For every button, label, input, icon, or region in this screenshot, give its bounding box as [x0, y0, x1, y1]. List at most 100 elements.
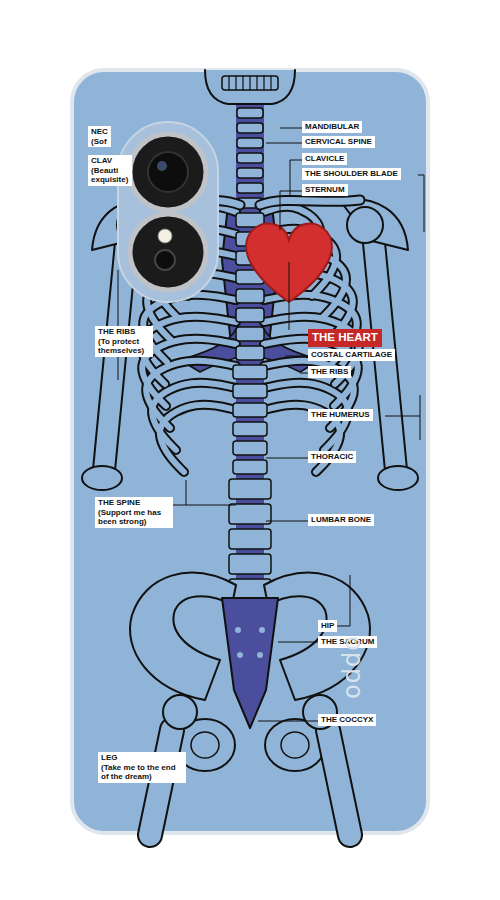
- label-box: THORACIC: [308, 451, 356, 463]
- label-note: (To protect themselves): [98, 337, 150, 356]
- vertebra: [237, 183, 263, 193]
- sacrum-shape: [222, 598, 278, 728]
- vertebra: [229, 529, 271, 549]
- part-name: THE HUMERUS: [311, 410, 370, 420]
- vertebra: [233, 403, 267, 417]
- part-name: MANDIBULAR: [305, 122, 359, 132]
- label-note: (Support me has been strong): [98, 508, 170, 527]
- femur-fill: [328, 730, 350, 835]
- leader-line: [280, 128, 302, 129]
- case-body: [72, 70, 428, 833]
- leader-line: [258, 721, 318, 722]
- vertebra: [233, 460, 267, 474]
- part-name: THE SPINE: [98, 498, 170, 508]
- vertebra: [237, 123, 263, 133]
- highlight-label-box: THE HEART: [308, 329, 382, 347]
- part-name: CERVICAL SPINE: [305, 137, 372, 147]
- camera-bump: [118, 122, 218, 302]
- leader-line: [280, 191, 302, 230]
- label-box: THE RIBS(To protect themselves): [95, 326, 153, 357]
- label-box: THE SHOULDER BLADE: [302, 168, 401, 180]
- leader-line: [418, 175, 424, 232]
- leader-line: [289, 262, 290, 330]
- rib-fill: [160, 405, 236, 472]
- leader-line: [266, 521, 308, 522]
- leader-lines: [118, 128, 424, 721]
- label-box: THE COCCYX: [318, 714, 376, 726]
- part-name: LEG: [101, 753, 183, 763]
- lens-glass: [148, 152, 188, 192]
- label-note: (Take me to the end of the dream): [101, 763, 183, 782]
- vertebra: [233, 422, 267, 436]
- part-name: THE RIBS: [311, 367, 348, 377]
- femur-head: [163, 695, 197, 729]
- part-name: STERNUM: [305, 185, 345, 195]
- label-box: CLAVICLE: [302, 153, 347, 165]
- vertebra: [237, 168, 263, 178]
- label-note: (Beauti exquisite): [91, 166, 129, 185]
- lens-glint: [157, 161, 167, 171]
- tooth-lines: [229, 76, 271, 90]
- part-name: THE COCCYX: [321, 715, 373, 725]
- flash: [158, 229, 172, 243]
- clavicle-outline: [260, 200, 360, 205]
- label-box: THE SPINE(Support me has been strong): [95, 497, 173, 528]
- leader-line: [300, 373, 308, 374]
- obturator: [281, 732, 309, 758]
- leader-line: [266, 143, 302, 144]
- sacral-hole: [235, 627, 241, 633]
- label-box: CERVICAL SPINE: [302, 136, 375, 148]
- spine-core: [236, 100, 264, 600]
- humerus-head: [347, 207, 383, 243]
- label-box: LEG(Take me to the end of the dream): [98, 752, 186, 783]
- clavicle-fill: [260, 200, 360, 205]
- vertebra: [233, 441, 267, 455]
- camera-lens: [130, 134, 206, 210]
- vertebra: [236, 308, 264, 322]
- leader-line: [385, 395, 420, 440]
- part-name: CLAV: [91, 156, 129, 166]
- ilium: [130, 573, 236, 700]
- sacral-hole: [257, 652, 263, 658]
- vertebra: [229, 479, 271, 499]
- camera-lens: [130, 214, 206, 290]
- vertebra: [236, 327, 264, 341]
- elbow: [82, 466, 122, 490]
- teeth: [222, 76, 278, 90]
- elbow: [378, 466, 418, 490]
- vertebra-group: [229, 108, 271, 599]
- label-box: NEC(Sof: [88, 126, 111, 147]
- vertebra: [229, 554, 271, 574]
- obturator: [191, 732, 219, 758]
- leader-line: [266, 458, 308, 459]
- label-box: CLAV(Beauti exquisite): [88, 155, 132, 186]
- rib-outline: [160, 405, 236, 472]
- label-box: LUMBAR BONE: [308, 514, 374, 526]
- sacral-hole: [237, 652, 243, 658]
- vertebra: [237, 153, 263, 163]
- part-name: COSTAL CARTILAGE: [311, 350, 392, 360]
- ilium: [264, 573, 370, 700]
- leader-line: [285, 356, 308, 357]
- lens-glass: [155, 250, 175, 270]
- vertebra: [236, 289, 264, 303]
- bones: [82, 70, 418, 835]
- label-box: HIP: [318, 620, 337, 632]
- label-box: THE HUMERUS: [308, 409, 373, 421]
- sacral-hole: [259, 627, 265, 633]
- vertebra: [237, 108, 263, 118]
- label-note: (Sof: [91, 137, 108, 147]
- vertebra: [229, 504, 271, 524]
- part-name: LUMBAR BONE: [311, 515, 371, 525]
- part-name: THE RIBS: [98, 327, 150, 337]
- part-name: HIP: [321, 621, 334, 631]
- vertebra: [236, 346, 264, 360]
- vertebra: [233, 365, 267, 379]
- label-box: COSTAL CARTILAGE: [308, 349, 395, 361]
- mandible: [205, 70, 295, 104]
- part-name: THORACIC: [311, 452, 353, 462]
- part-name: NEC: [91, 127, 108, 137]
- label-box: MANDIBULAR: [302, 121, 362, 133]
- leader-line: [278, 575, 350, 642]
